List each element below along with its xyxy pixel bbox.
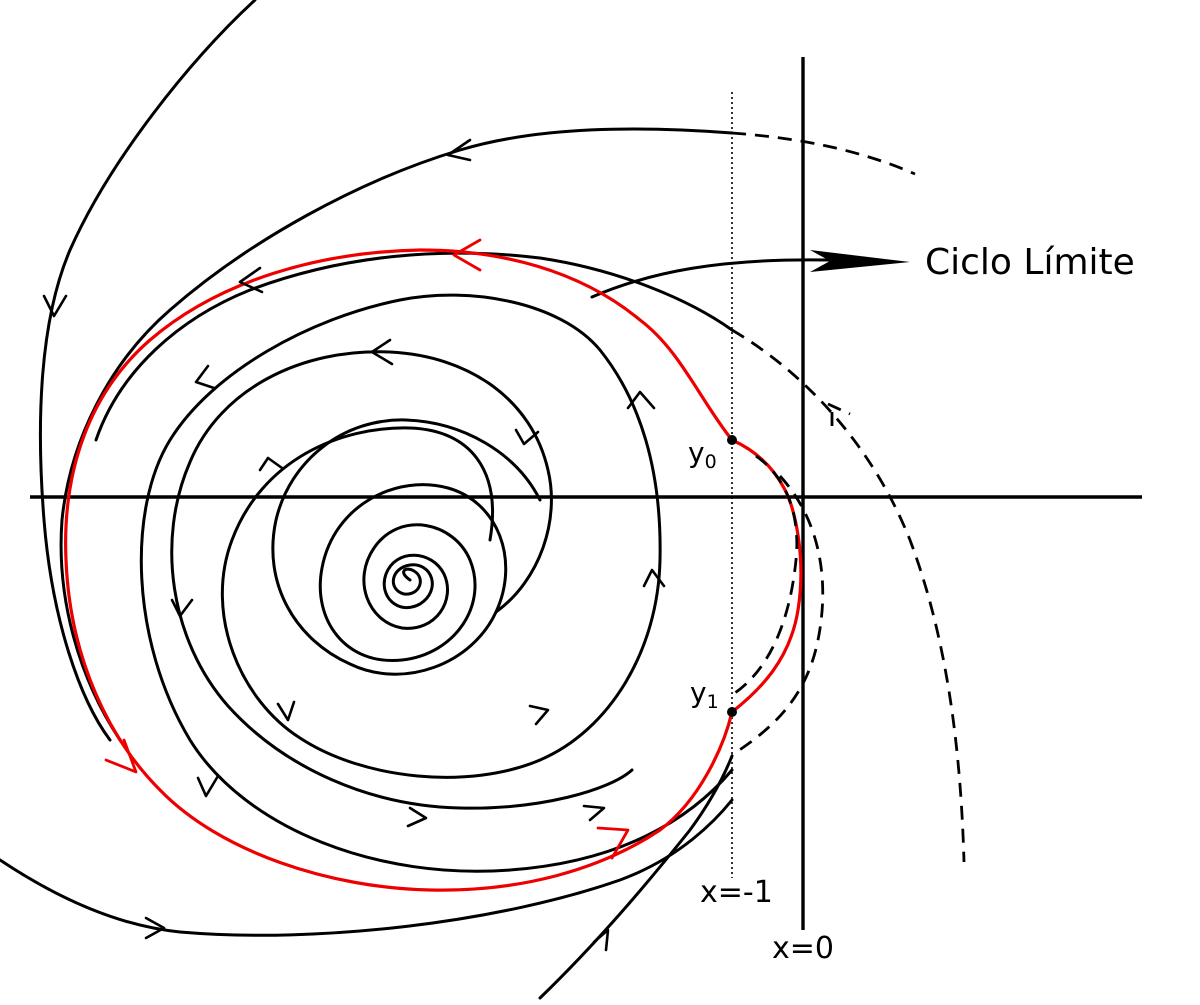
outer-trajectory-far-left <box>38 0 257 742</box>
limit-cycle-curve <box>64 248 803 892</box>
label-x-zero: x=0 <box>772 931 834 966</box>
outer-trajectory-top <box>59 127 734 742</box>
arrow-spiral-inner-bottom <box>276 700 296 722</box>
arrow-outer-left <box>42 294 68 318</box>
label-y1: y1 <box>690 676 719 713</box>
limit-arrow-bottom <box>596 826 630 860</box>
dashed-near-axis-lower <box>731 475 825 757</box>
arrow-spiral-right-upper <box>626 390 656 410</box>
point-y1 <box>727 707 737 717</box>
arrow-spiral-left-top <box>194 364 216 390</box>
inner-spiral-trajectory <box>271 418 542 676</box>
point-y0 <box>727 435 737 445</box>
arrow-incoming-bottom <box>592 928 610 952</box>
dashed-near-axis-upper <box>731 454 799 697</box>
arrow-upper-traj <box>238 266 264 294</box>
arrow-spiral-inner-top <box>514 428 540 446</box>
label-ciclo-limite: Ciclo Límite <box>925 242 1135 283</box>
arrow-spiral-inner-left <box>258 456 284 472</box>
dashed-small-tick <box>827 402 851 426</box>
dashed-upper-arc <box>731 131 916 176</box>
arrow-spiral-bottom-mid <box>528 704 550 726</box>
pointer-curve-to-label <box>590 258 832 299</box>
arrow-spiral-left-low <box>196 774 220 798</box>
spiral-arm-middle <box>170 350 634 810</box>
incoming-trajectory-bottom <box>538 754 734 1000</box>
limit-arrow-left <box>104 738 138 774</box>
arrow-spiral-bottom-right <box>582 804 606 822</box>
arrow-spiral-right-mid <box>642 568 666 588</box>
arrow-spiral-bottom <box>406 806 428 828</box>
label-x-neg1: x=-1 <box>700 875 773 910</box>
spiral-arm-upper <box>139 293 734 873</box>
arrow-outer-bottom <box>144 916 166 940</box>
limit-arrow-top <box>452 238 482 272</box>
pointer-arrowhead <box>810 250 910 272</box>
arrow-spiral-top <box>370 338 394 366</box>
arrow-outer-top <box>446 138 472 162</box>
label-y0: y0 <box>688 436 717 473</box>
arrow-spiral-left-mid <box>170 598 194 618</box>
dashed-right-arc <box>731 328 966 863</box>
upper-trajectory-near-cycle <box>94 251 734 442</box>
outer-trajectory-bottom <box>0 798 734 937</box>
